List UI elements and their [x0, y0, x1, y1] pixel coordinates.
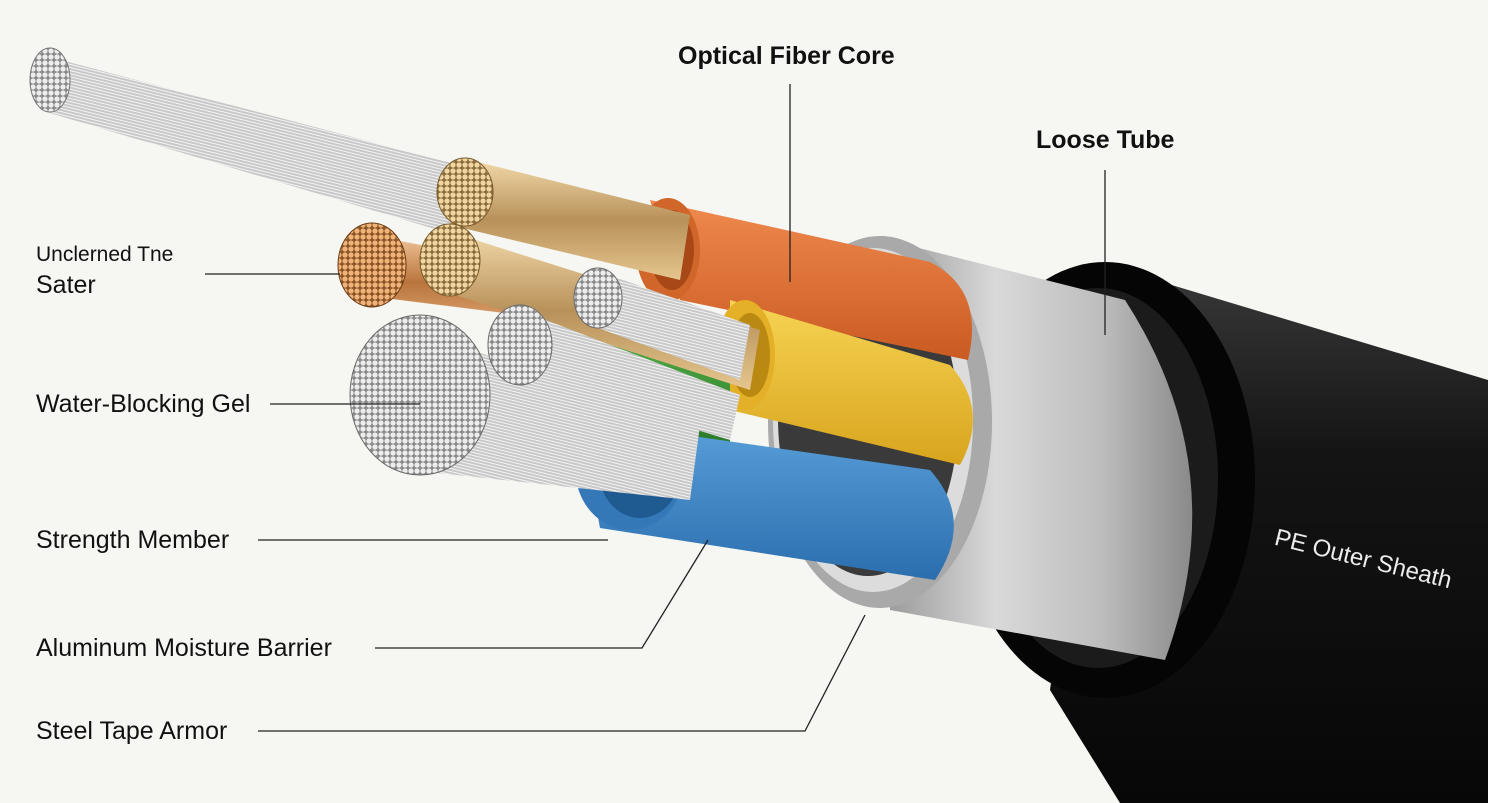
fiber-bundle-long-silver: [29, 47, 470, 235]
label-aluminum-moisture-barrier: Aluminum Moisture Barrier: [36, 634, 332, 662]
label-unclear-line2: Sater: [36, 271, 96, 299]
label-steel-tape-armor: Steel Tape Armor: [36, 717, 228, 745]
fiber-bundle-silver-large: [349, 314, 700, 500]
leader-lines: [205, 84, 1106, 732]
label-water-blocking-gel: Water-Blocking Gel: [36, 390, 251, 418]
leader-aluminum-moisture-barrier: [375, 539, 709, 649]
label-unclear-line1: Unclerned Tne: [36, 243, 174, 266]
fiber-bundle-silver-small: [487, 304, 740, 440]
label-strength-member: Strength Member: [36, 526, 230, 554]
fiber-bundle-gold-top: [436, 157, 690, 280]
leader-steel-tape-armor: [258, 614, 866, 732]
label-loose-tube: Loose Tube: [1036, 126, 1175, 154]
label-optical-fiber-core: Optical Fiber Core: [678, 42, 895, 70]
fiber-bundle-silver-right: [573, 267, 750, 380]
